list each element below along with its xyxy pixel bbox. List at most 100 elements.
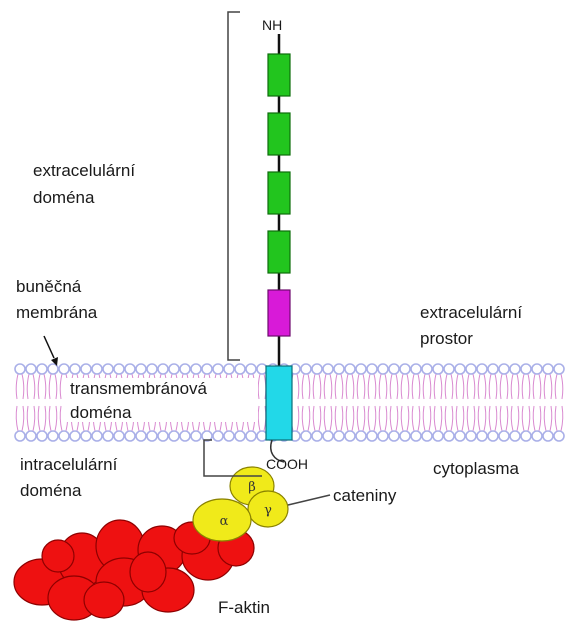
c-terminus-label: COOH [266,456,308,472]
lipid-tail [423,406,425,431]
extracellular-space-label-line1: extracelulární [420,303,522,322]
extracellular-domain-ec5 [268,290,290,336]
lipid-tail [390,374,392,399]
lipid-head [235,431,245,441]
lipid-head [389,364,399,374]
lipid-tail [330,374,332,399]
lipid-tail [390,406,392,431]
lipid-tail [352,406,354,431]
lipid-tail [401,374,403,399]
lipid-tail [440,374,442,399]
lipid-head [114,364,124,374]
lipid-tail [539,374,541,399]
lipid-head [246,431,256,441]
lipid-tail [555,374,557,399]
lipid-tail [539,406,541,431]
catenins-label: cateniny [333,486,397,505]
lipid-tail [533,374,535,399]
lipid-tail [473,374,475,399]
lipid-tail [308,374,310,399]
lipid-head [169,364,179,374]
lipid-head [301,431,311,441]
lipid-tail [55,374,57,399]
lipid-tail [297,406,299,431]
lipid-tail [423,374,425,399]
lipid-head [455,364,465,374]
transmembrane-segment [266,366,292,440]
lipid-head [389,431,399,441]
extracellular-domain-ec1 [268,54,290,96]
lipid-tail [297,374,299,399]
transmembrane-domain-label-line1: transmembránová [70,379,208,398]
lipid-tail [341,374,343,399]
lipid-head [59,364,69,374]
lipid-head [499,364,509,374]
lipid-tail [396,406,398,431]
lipid-tail [319,406,321,431]
lipid-tail [511,374,513,399]
lipid-tail [484,374,486,399]
lipid-head [510,431,520,441]
lipid-tail [495,406,497,431]
f-actin-label: F-aktin [218,598,270,617]
extracellular-space-label-line2: prostor [420,329,473,348]
lipid-head [224,431,234,441]
lipid-tail [489,374,491,399]
lipid-tail [429,374,431,399]
catenin-pointer [288,495,330,505]
lipid-tail [324,374,326,399]
lipid-head [180,364,190,374]
lipid-head [411,364,421,374]
intracellular-domain-label-line2: doména [20,481,82,500]
lipid-head [356,431,366,441]
lipid-tail [346,374,348,399]
lipid-tail [517,374,519,399]
lipid-tail [561,406,563,431]
lipid-tail [302,406,304,431]
lipid-head [224,364,234,374]
lipid-tail [363,374,365,399]
extracellular-domain-bracket [228,12,240,360]
lipid-tail [357,374,359,399]
lipid-tail [38,374,40,399]
lipid-head [103,431,113,441]
lipid-head [125,431,135,441]
lipid-head [367,431,377,441]
lipid-tail [341,406,343,431]
lipid-tail [379,406,381,431]
lipid-tail [258,406,260,431]
lipid-head [92,431,102,441]
lipid-head [158,364,168,374]
lipid-head [378,364,388,374]
lipid-tail [418,406,420,431]
lipid-head [543,364,553,374]
lipid-head [213,364,223,374]
lipid-head [15,431,25,441]
gamma-symbol: γ [264,503,272,518]
cytoplasm-label: cytoplasma [433,459,520,478]
lipid-head [455,431,465,441]
extracellular-domain-ec3 [268,172,290,214]
lipid-tail [451,406,453,431]
lipid-head [158,431,168,441]
lipid-tail [27,406,29,431]
lipid-head [334,364,344,374]
lipid-tail [506,406,508,431]
lipid-tail [489,406,491,431]
lipid-tail [445,406,447,431]
lipid-head [235,364,245,374]
lipid-head [213,431,223,441]
lipid-head [411,431,421,441]
lipid-tail [484,406,486,431]
lipid-tail [467,406,469,431]
lipid-head [444,364,454,374]
lipid-tail [357,406,359,431]
lipid-head [400,364,410,374]
lipid-head [180,431,190,441]
lipid-head [312,431,322,441]
lipid-tail [60,374,62,399]
lipid-head [422,431,432,441]
lipid-tail [462,374,464,399]
lipid-tail [302,374,304,399]
lipid-tail [522,406,524,431]
